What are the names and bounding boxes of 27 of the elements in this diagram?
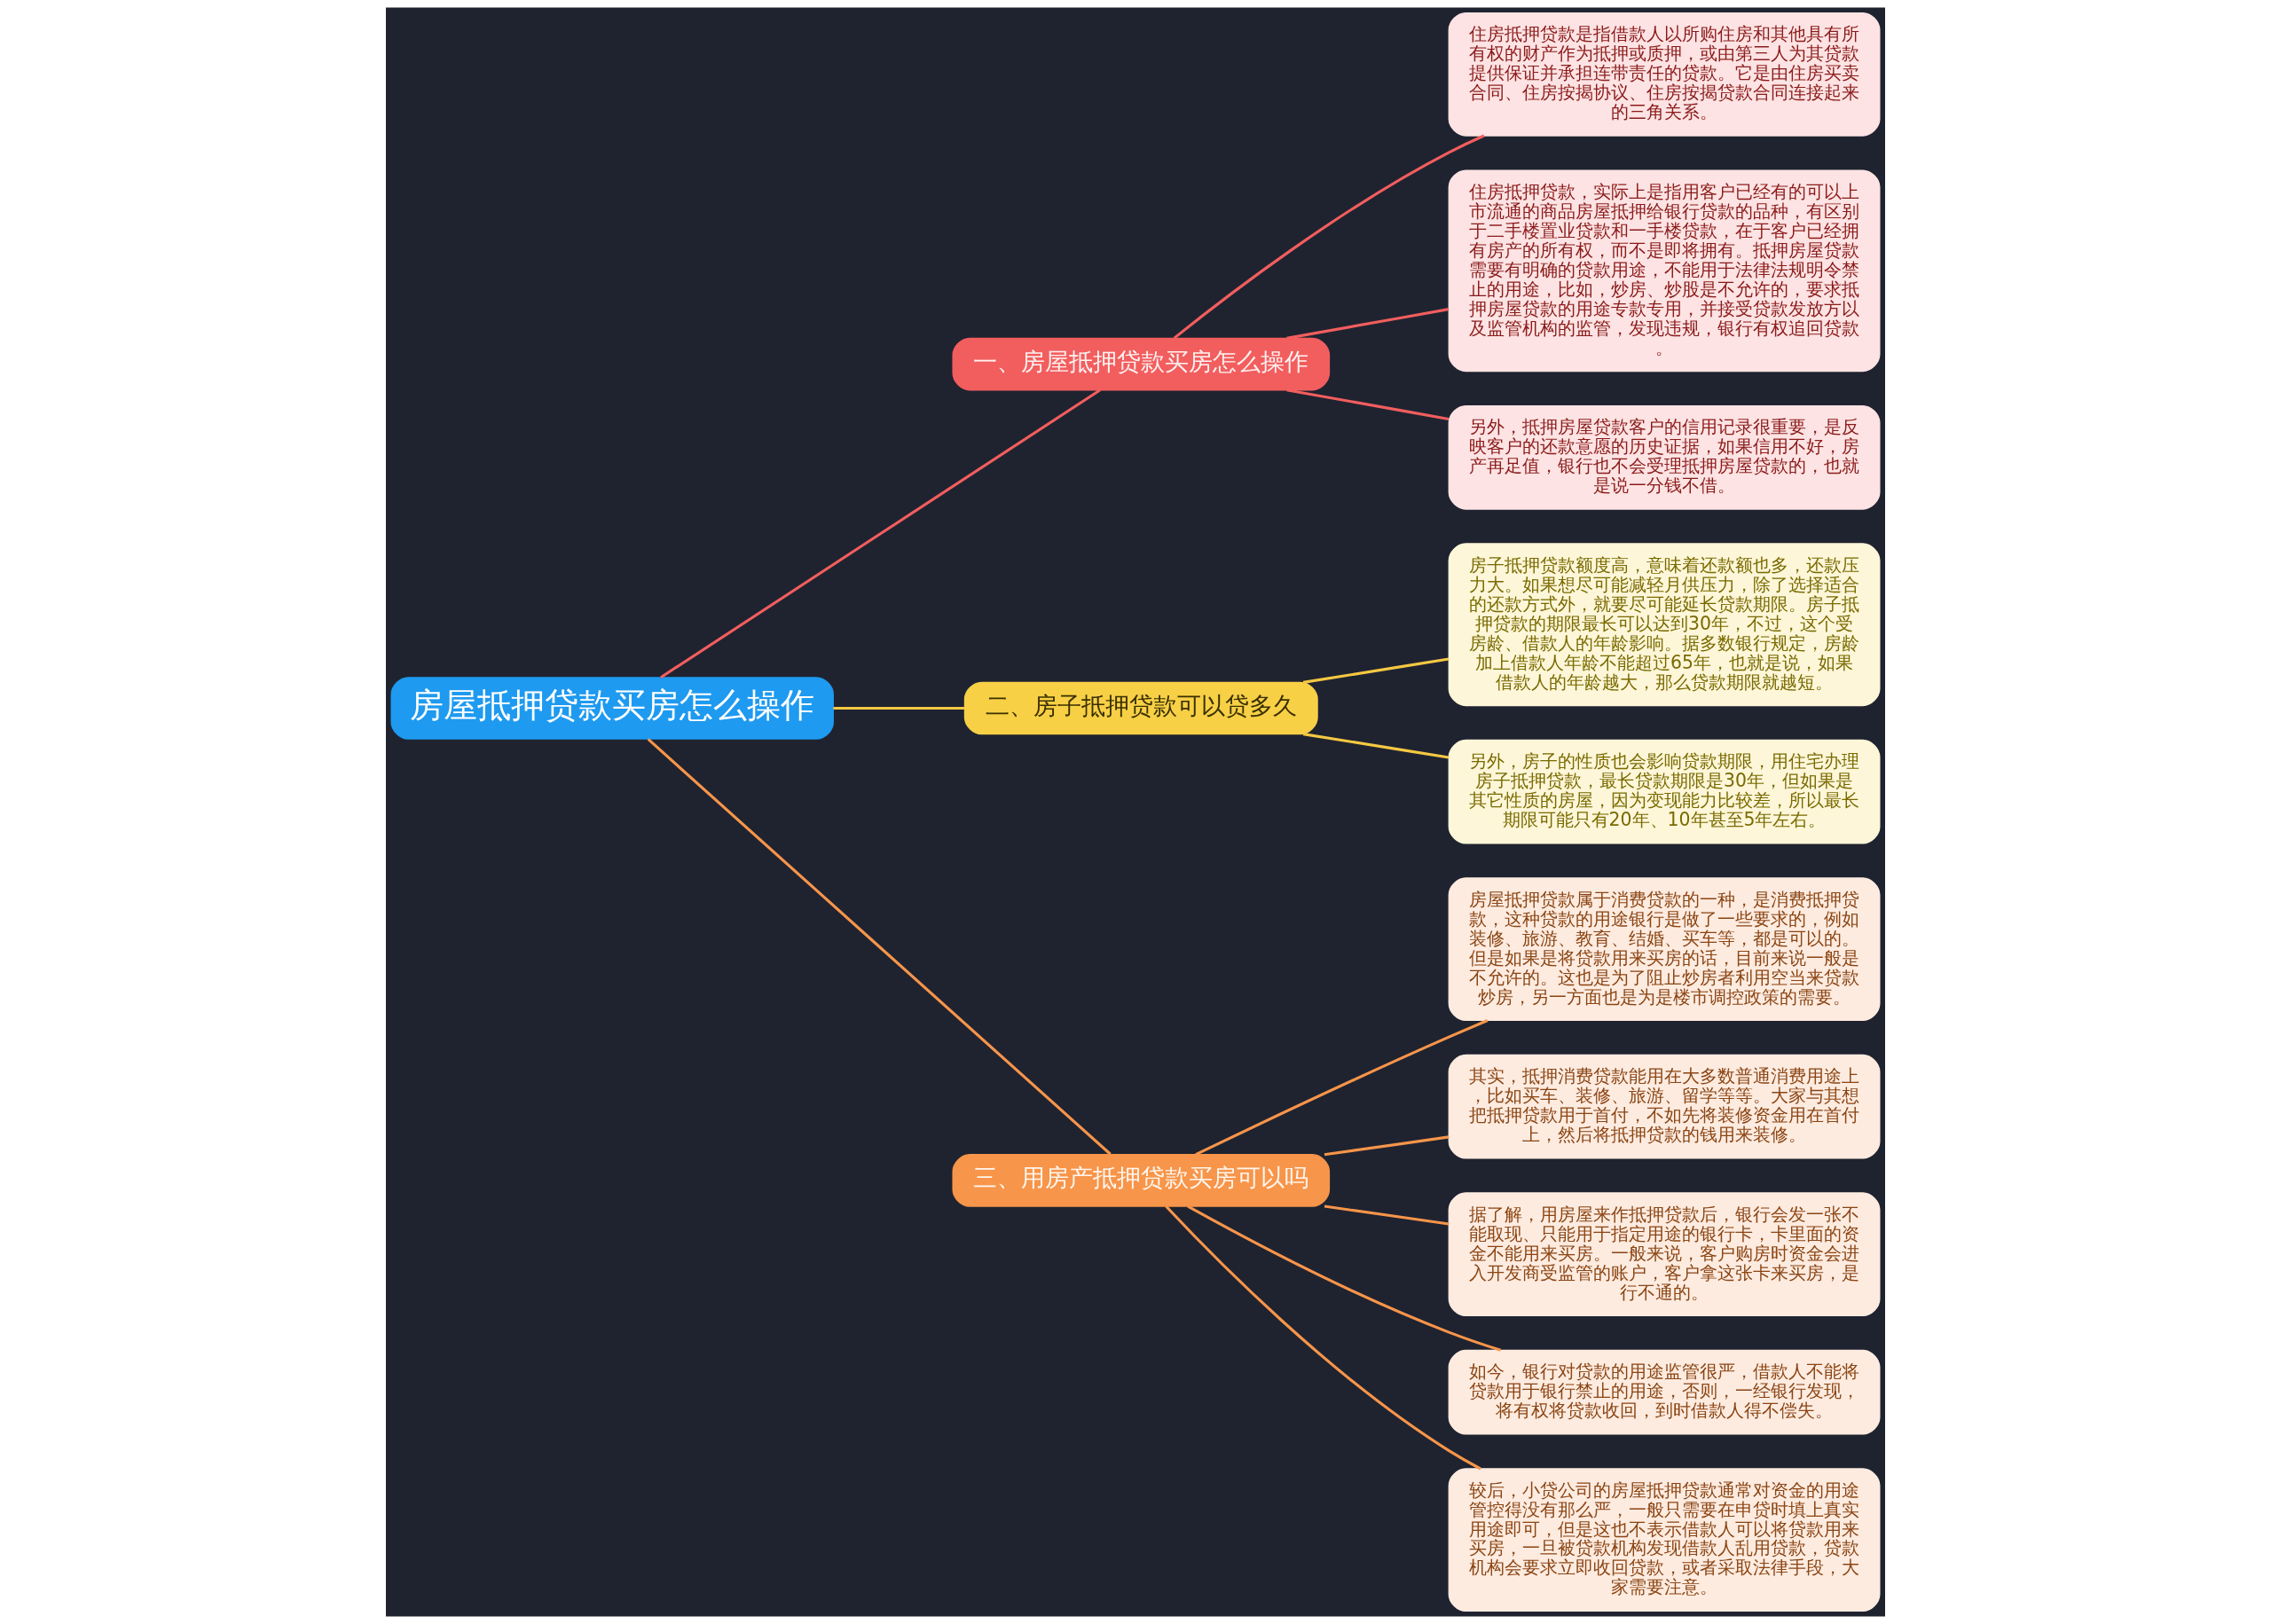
connector bbox=[1286, 388, 1450, 420]
connector bbox=[1187, 1204, 1502, 1352]
node-box: 较后，小贷公司的房屋抵押贷款通常对资金的用途管控得没有那么严，一般只需要在申贷时填上真实用途即可，但是这也不表示借款人可以将贷款用来买房，一旦被贷款机构发现借款人乱用贷款，贷款机构会要求立即收回贷款，或者采取法律手段，大家需要注意。 bbox=[1448, 1468, 1881, 1612]
node-box: 住房抵押贷款是指借款人以所购住房和其他具有所有权的财产作为抵押或质押，或由第三人为其贷款提供保证并承担连带责任的贷款。它是由住房买卖合同、住房按揭协议、住房按揭贷款合同连接起来的三角关系。 bbox=[1448, 12, 1881, 137]
connector bbox=[1286, 308, 1450, 340]
connector bbox=[1324, 1135, 1450, 1157]
node-box: 房屋抵押贷款属于消费贷款的一种，是消费抵押贷款，这种贷款的用途银行是做了一些要求的，例如装修、旅游、教育、结婚、买车等，都是可以的。但是如果是将贷款用来买房的话，目前来说一般是不允许的。这也是为了阻止炒房者利用空当来贷款炒房，另一方面也是为是楼市调控政策的需要。 bbox=[1448, 877, 1881, 1022]
node-box: 房屋抵押贷款买房怎么操作 bbox=[390, 677, 834, 740]
node-box: 其实，抵押消费贷款能用在大多数普通消费用途上，比如买车、装修、旅游、留学等等。大家与其想把抵押贷款用于首付，不如先将装修资金用在首付上，然后将抵押贷款的钱用来装修。 bbox=[1448, 1054, 1881, 1159]
connector bbox=[1302, 733, 1450, 759]
connector bbox=[1195, 1019, 1489, 1157]
connector bbox=[1173, 134, 1485, 340]
node-box: 房子抵押贷款额度高，意味着还款额也多，还款压力大。如果想尽可能减轻月供压力，除了选择适合的还款方式外，就要尽可能延长贷款期限。房子抵押贷款的期限最长可以达到30年，不过，这个受房龄、借款人的年龄影响。据多数银行规定，房龄加上借款人年龄不能超过65年，也就是说，如果借款人的年龄越大，那么贷款期限就越短。 bbox=[1448, 543, 1881, 707]
node-box: 另外，抵押房屋贷款客户的信用记录很重要，是反映客户的还款意愿的历史证据，如果信用不好，房产再足值，银行也不会受理抵押房屋贷款的，也就是说一分钱不借。 bbox=[1448, 404, 1881, 510]
node-box: 如今，银行对贷款的用途监管很严，借款人不能将贷款用于银行禁止的用途，否则，一经银行发现，将有权将贷款收回，到时借款人得不偿失。 bbox=[1448, 1349, 1881, 1435]
node-box: 三、用房产抵押贷款买房可以吗 bbox=[952, 1154, 1331, 1207]
connector bbox=[647, 738, 1112, 1156]
connector bbox=[660, 388, 1101, 679]
node-box: 另外，房子的性质也会影响贷款期限，用住宅办理房子抵押贷款，最长贷款期限是30年，但如果是其它性质的房屋，因为变现能力比较差，所以最长期限可能只有20年、10年甚至5年左右。 bbox=[1448, 739, 1881, 844]
connector bbox=[1165, 1204, 1481, 1471]
connector bbox=[1302, 657, 1450, 684]
node-box: 一、房屋抵押贷款买房怎么操作 bbox=[952, 337, 1331, 391]
node-box: 住房抵押贷款，实际上是指用客户已经有的可以上市流通的商品房屋抵押给银行贷款的品种，有区别于二手楼置业贷款和一手楼贷款，在于客户已经拥有房产的所有权，而不是即将拥有。抵押房屋贷款需要有明确的贷款用途，不能用于法律法规明令禁止的用途，比如，炒房、炒股是不允许的，要求抵押房屋贷款的用途专款专用，并接受贷款发放方以及监管机构的监管，发现违规，银行有权追回贷款。 bbox=[1448, 169, 1881, 373]
connector bbox=[833, 706, 965, 710]
node-box: 据了解，用房屋来作抵押贷款后，银行会发一张不能取现、只能用于指定用途的银行卡，卡里面的资金不能用来买房。一般来说，客户购房时资金会进入开发商受监管的账户，客户拿这张卡来买房，是行不通的。 bbox=[1448, 1192, 1881, 1317]
node-box: 二、房子抵押贷款可以贷多久 bbox=[963, 681, 1318, 735]
connector bbox=[1324, 1204, 1450, 1226]
